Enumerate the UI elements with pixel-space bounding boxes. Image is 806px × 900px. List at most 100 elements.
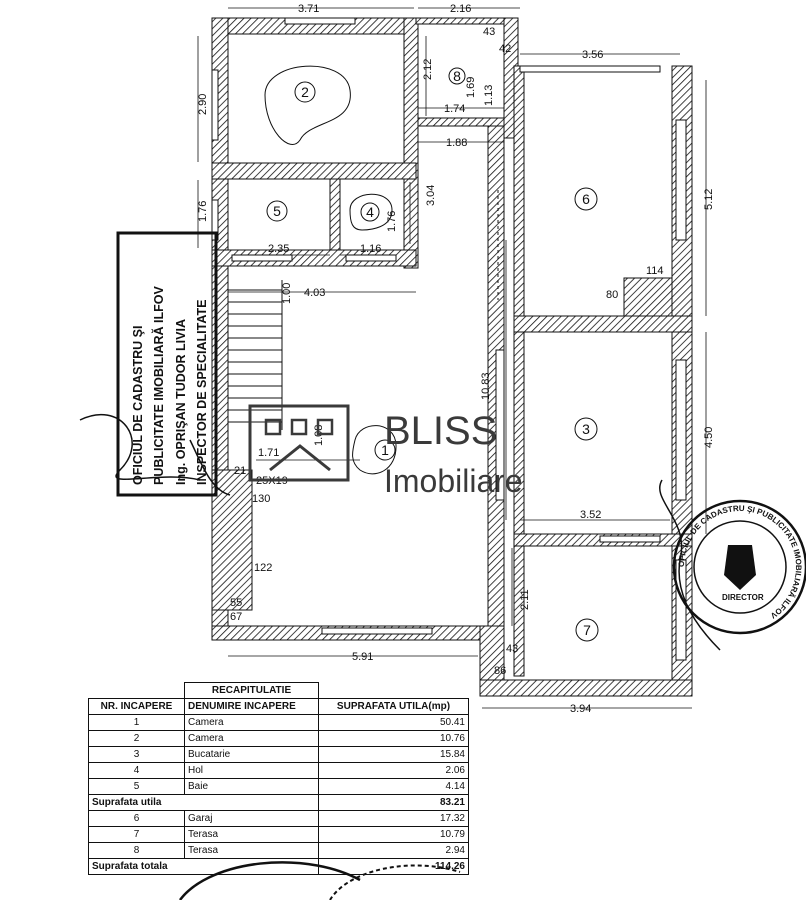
recap-title: RECAPITULATIE (184, 682, 319, 699)
subtotal-row: Suprafata utila 83.21 (88, 794, 469, 811)
room-labels (266, 67, 599, 642)
total-label: Suprafata totala (88, 858, 319, 875)
openings (211, 17, 687, 661)
stamp-line-2: PUBLICITATE IMOBILIARĂ ILFOV (151, 286, 166, 485)
dim-top-left-width: 3.71 (298, 3, 319, 15)
dim-176: 1.76 (197, 201, 209, 222)
dim-174: 1.74 (444, 103, 465, 115)
row-area: 2.06 (318, 762, 469, 779)
recap-title-row: RECAPITULATIE (88, 682, 469, 699)
row-name: Terasa (184, 842, 319, 859)
table-row: 7 Terasa 10.79 (88, 826, 469, 843)
signature (79, 413, 231, 496)
row-nr: 6 (88, 810, 185, 827)
row-name: Garaj (184, 810, 319, 827)
total-value: 114.26 (318, 858, 469, 875)
dim-188: 1.88 (446, 137, 467, 149)
subtotal-label: Suprafata utila (88, 794, 319, 811)
row-area: 10.79 (318, 826, 469, 843)
row-nr: 4 (88, 762, 185, 779)
dimension-lines (197, 7, 707, 709)
dim-113: 1.13 (483, 85, 495, 106)
room-number-6: 6 (582, 191, 590, 207)
row-nr: 2 (88, 730, 185, 747)
header-area: SUPRAFATA UTILA(mp) (318, 698, 469, 715)
dim-176b: 1.76 (386, 211, 398, 232)
dim-212: 2.12 (422, 59, 434, 80)
row-name: Camera (184, 714, 319, 731)
director-stamp: OFICIUL DE CADASTRU ŞI PUBLICITATE IMOBI… (672, 499, 806, 635)
room-number-1: 1 (381, 442, 389, 458)
dim-108: 1.08 (313, 425, 325, 446)
total-row: Suprafata totala 114.26 (88, 858, 469, 875)
row-nr: 5 (88, 778, 185, 795)
dim-122: 122 (254, 562, 272, 574)
table-row: 8 Terasa 2.94 (88, 842, 469, 859)
dim-591: 5.91 (352, 651, 373, 663)
dim-100: 1.00 (281, 283, 293, 304)
recap-header-row: NR. INCAPERE DENUMIRE INCAPERE SUPRAFATA… (88, 698, 469, 715)
dim-1083: 10.83 (480, 372, 492, 400)
dim-80: 80 (606, 289, 618, 301)
dim-211: 2.11 (519, 589, 531, 610)
table-row: 5 Baie 4.14 (88, 778, 469, 795)
stairs (228, 280, 283, 430)
room-number-8: 8 (453, 68, 461, 84)
row-area: 10.76 (318, 730, 469, 747)
recap-table: RECAPITULATIE NR. INCAPERE DENUMIRE INCA… (88, 682, 469, 875)
room-number-5: 5 (273, 203, 281, 219)
dim-86: 86 (494, 665, 506, 677)
header-nr: NR. INCAPERE (88, 698, 185, 715)
dim-top-right-width: 2.16 (450, 3, 471, 15)
dim-55: 55 (230, 597, 242, 609)
dim-43-top: 43 (483, 26, 495, 38)
row-name: Baie (184, 778, 319, 795)
stamp-line-4: INSPECTOR DE SPECIALITATE (195, 300, 209, 485)
dim-42: 42 (499, 43, 511, 55)
dim-171: 1.71 (258, 447, 279, 459)
table-row: 6 Garaj 17.32 (88, 810, 469, 827)
row-nr: 8 (88, 842, 185, 859)
room-numbers: 2 5 4 8 6 3 7 1 (273, 68, 591, 638)
row-nr: 7 (88, 826, 185, 843)
watermark-brand: BLISS (384, 409, 497, 453)
round-stamp-director: DIRECTOR (722, 593, 764, 602)
dim-352: 3.52 (580, 509, 601, 521)
subtotal-value: 83.21 (318, 794, 469, 811)
dim-304: 3.04 (425, 185, 437, 206)
row-nr: 3 (88, 746, 185, 763)
dim-403: 4.03 (304, 287, 325, 299)
dim-67: 67 (230, 611, 242, 623)
cadastre-stamp: OFICIUL DE CADASTRU ŞI PUBLICITATE IMOBI… (116, 231, 218, 497)
dim-512: 5.12 (703, 189, 715, 210)
room-number-4: 4 (366, 204, 374, 220)
watermark-sub: Imobiliare (384, 463, 523, 499)
table-row: 2 Camera 10.76 (88, 730, 469, 747)
dim-235: 2.35 (268, 243, 289, 255)
row-nr: 1 (88, 714, 185, 731)
stamp-line-1: OFICIUL DE CADASTRU ŞI (131, 326, 145, 486)
dim-290: 2.90 (197, 94, 209, 115)
row-name: Hol (184, 762, 319, 779)
dim-130: 130 (252, 493, 270, 505)
dim-21: 21 (234, 465, 246, 477)
dim-43-bottom: 43 (506, 643, 518, 655)
walls (211, 17, 693, 697)
dim-169: 1.69 (465, 77, 477, 98)
room-number-3: 3 (582, 421, 590, 437)
bliss-watermark: BLISS Imobiliare (248, 404, 523, 499)
table-row: 4 Hol 2.06 (88, 762, 469, 779)
dim-450: 4.50 (703, 427, 715, 448)
row-area: 2.94 (318, 842, 469, 859)
dim-356: 3.56 (582, 49, 603, 61)
table-row: 1 Camera 50.41 (88, 714, 469, 731)
row-name: Camera (184, 730, 319, 747)
fixtures (264, 65, 499, 475)
dim-394: 3.94 (570, 703, 591, 715)
dim-114: 114 (646, 265, 664, 277)
signature-right (659, 479, 721, 651)
room-number-2: 2 (301, 84, 309, 100)
header-name: DENUMIRE INCAPERE (184, 698, 319, 715)
row-name: Bucatarie (184, 746, 319, 763)
